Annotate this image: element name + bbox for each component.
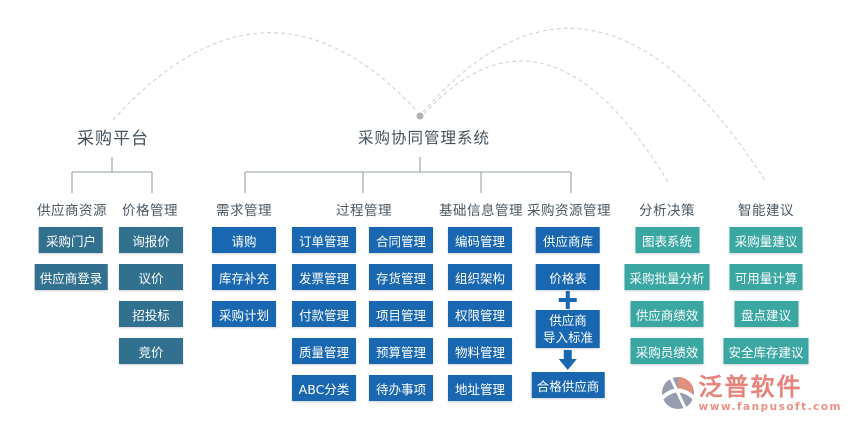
plus-icon [558,291,577,309]
node-contract-mgmt: 合同管理 [369,227,433,253]
column-analysis-decision: 图表系统 采购批量分析 供应商绩效 采购员绩效 [624,227,710,364]
node-purchase-qty-suggestion: 采购量建议 [729,227,803,253]
node-inventory-mgmt: 存货管理 [369,264,433,290]
arc-system-to-analysis [423,60,669,183]
header-process-mgmt: 过程管理 [336,203,392,219]
import-standard-line2: 导入标准 [542,330,593,345]
node-inquiry-quote: 询报价 [119,227,183,253]
arc-platform-to-system [112,32,418,121]
node-supplier-login: 供应商登录 [34,264,108,290]
column-demand-mgmt: 请购 库存补充 采购计划 [212,227,276,327]
column-price-mgmt: 询报价 议价 招投标 竞价 [119,227,183,364]
column-smart-suggestion: 采购量建议 可用量计算 盘点建议 安全库存建议 [723,227,809,364]
node-bargaining: 议价 [119,264,183,290]
node-price-list: 价格表 [535,264,600,290]
header-analysis-decision: 分析决策 [639,203,695,219]
node-quality-mgmt: 质量管理 [292,338,356,364]
node-buyer-performance: 采购员绩效 [630,338,704,364]
node-permission-mgmt: 权限管理 [448,301,512,327]
down-arrow-icon [558,348,577,372]
header-demand-mgmt: 需求管理 [216,203,272,219]
node-chart-system: 图表系统 [634,227,699,253]
node-stocktaking-suggestion: 盘点建议 [733,301,798,327]
node-bidding: 招投标 [119,301,183,327]
header-base-info-mgmt: 基础信息管理 [439,203,523,219]
system-tree-connector [244,157,572,193]
header-resource-mgmt: 采购资源管理 [527,203,611,219]
system-title: 采购协同管理系统 [357,129,491,147]
platform-tree-connector [71,157,153,193]
import-standard-line1: 供应商 [549,313,587,328]
node-supplier-performance: 供应商绩效 [630,301,704,327]
brand-watermark: 泛普软件 www.fanpusoft.com [659,373,842,413]
node-material-mgmt: 物料管理 [448,338,512,364]
node-todo-items: 待办事项 [369,375,433,401]
node-procurement-plan: 采购计划 [212,301,276,327]
node-code-mgmt: 编码管理 [448,227,512,253]
column-resource-mgmt: 供应商库 价格表 供应商 导入标准 合格供应商 [531,227,605,398]
node-supplier-database: 供应商库 [535,227,600,253]
node-budget-mgmt: 预算管理 [369,338,433,364]
column-process-mgmt-a: 订单管理 发票管理 付款管理 质量管理 ABC分类 [292,227,356,401]
node-project-mgmt: 项目管理 [369,301,433,327]
node-stock-replenishment: 库存补充 [212,264,276,290]
fanpu-logo-icon [659,375,696,411]
header-smart-suggestion: 智能建议 [738,203,794,219]
node-procurement-portal: 采购门户 [38,227,103,253]
node-purchase-request: 请购 [212,227,276,253]
column-process-mgmt-b: 合同管理 存货管理 项目管理 预算管理 待办事项 [369,227,433,401]
node-competitive-pricing: 竞价 [119,338,183,364]
node-payment-mgmt: 付款管理 [292,301,356,327]
header-price-mgmt: 价格管理 [122,203,178,219]
node-supplier-import-standard: 供应商 导入标准 [535,310,600,348]
header-supplier-resources: 供应商资源 [37,203,107,219]
platform-title: 采购平台 [77,129,149,149]
node-org-structure: 组织架构 [448,264,512,290]
node-purchase-batch-analysis: 采购批量分析 [624,264,710,290]
system-hub-dot [416,112,424,120]
node-invoice-mgmt: 发票管理 [292,264,356,290]
arc-system-to-smart [422,27,767,183]
node-qualified-supplier: 合格供应商 [531,372,605,398]
column-base-info-mgmt: 编码管理 组织架构 权限管理 物料管理 地址管理 [448,227,512,401]
brand-url: www.fanpusoft.com [698,401,842,413]
node-address-mgmt: 地址管理 [448,375,512,401]
node-order-mgmt: 订单管理 [292,227,356,253]
node-safety-stock-suggestion: 安全库存建议 [723,338,809,364]
brand-name: 泛普软件 [698,373,803,401]
node-available-qty-calculation: 可用量计算 [729,264,803,290]
column-supplier-resources: 采购门户 供应商登录 [34,227,108,290]
node-abc-classification: ABC分类 [292,375,356,401]
